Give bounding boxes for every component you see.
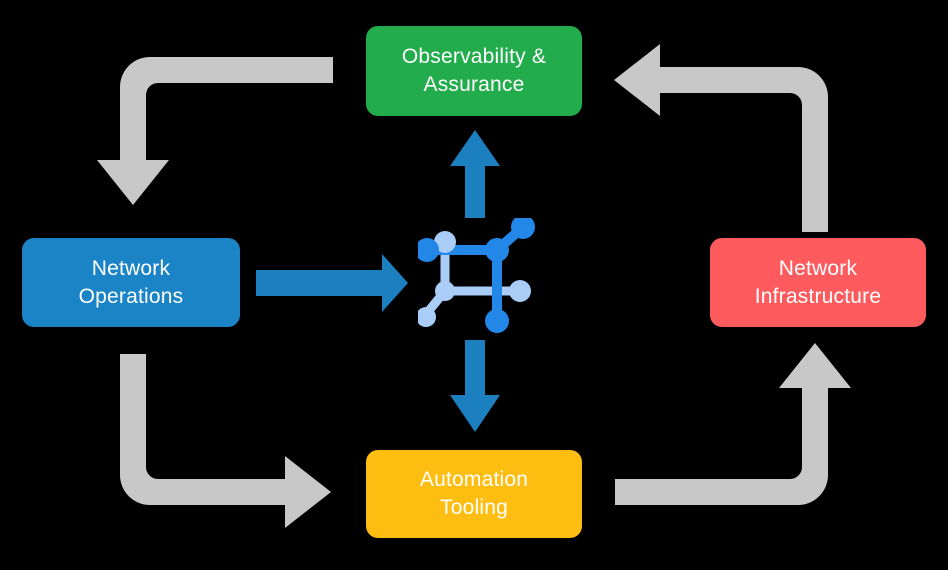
arrow-automation-to-infrastructure	[615, 343, 851, 505]
node-infrastructure-label: Network Infrastructure	[754, 256, 882, 308]
arrow-observability-to-operations	[97, 57, 333, 205]
arrow-operations-to-automation	[120, 354, 331, 528]
arrow-operations-to-center	[256, 254, 408, 312]
node-observability-label: Observability & Assurance	[401, 45, 547, 96]
arrow-center-to-observability	[450, 130, 500, 218]
node-automation-label: Automation Tooling	[419, 468, 529, 519]
network-topology-icon	[418, 218, 535, 333]
node-network-infrastructure[interactable]: Network Infrastructure	[710, 238, 926, 327]
node-automation-tooling[interactable]: Automation Tooling	[366, 450, 582, 538]
node-observability-assurance[interactable]: Observability & Assurance	[366, 26, 582, 116]
arrow-infrastructure-to-observability	[614, 44, 828, 232]
node-network-operations[interactable]: Network Operations	[22, 238, 240, 327]
arrow-center-to-automation	[450, 340, 500, 432]
node-operations-label: Network Operations	[78, 256, 184, 308]
